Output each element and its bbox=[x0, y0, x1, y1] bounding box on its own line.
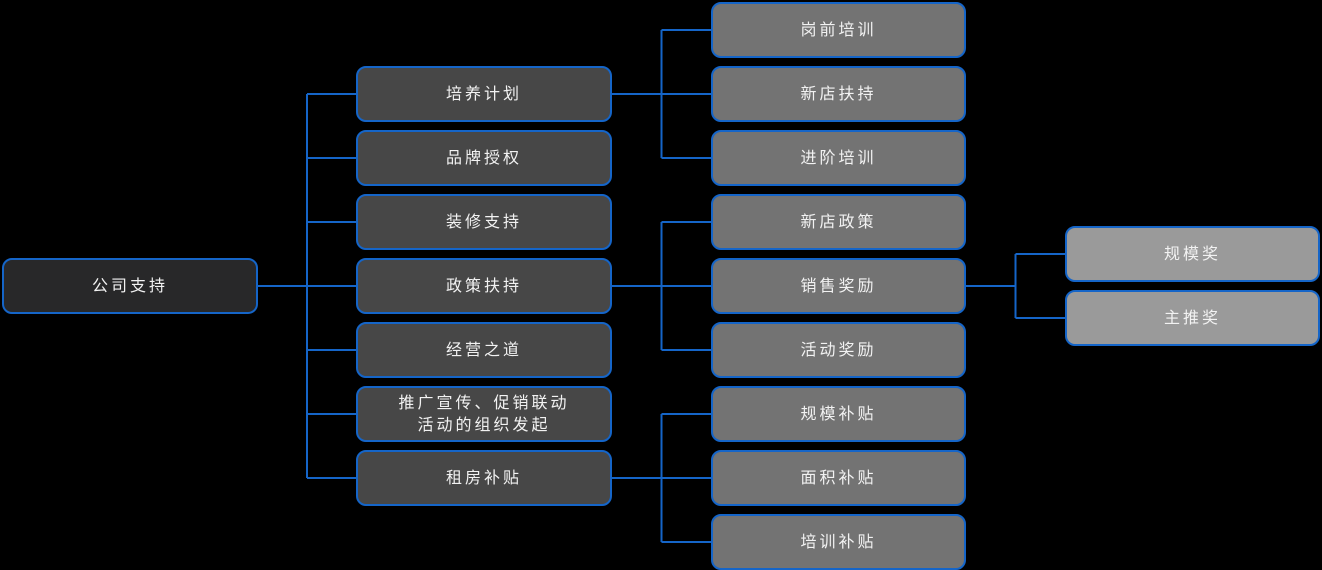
tree-node[interactable]: 新店政策 bbox=[711, 194, 966, 250]
tree-node[interactable]: 进阶培训 bbox=[711, 130, 966, 186]
tree-node[interactable]: 经营之道 bbox=[356, 322, 612, 378]
root-node[interactable]: 公司支持 bbox=[2, 258, 258, 314]
tree-node[interactable]: 新店扶持 bbox=[711, 66, 966, 122]
tree-node[interactable]: 面积补贴 bbox=[711, 450, 966, 506]
tree-node[interactable]: 主推奖 bbox=[1065, 290, 1320, 346]
tree-node[interactable]: 活动奖励 bbox=[711, 322, 966, 378]
tree-node[interactable]: 销售奖励 bbox=[711, 258, 966, 314]
tree-node[interactable]: 品牌授权 bbox=[356, 130, 612, 186]
tree-node[interactable]: 装修支持 bbox=[356, 194, 612, 250]
tree-node[interactable]: 岗前培训 bbox=[711, 2, 966, 58]
tree-node[interactable]: 规模补贴 bbox=[711, 386, 966, 442]
tree-node[interactable]: 规模奖 bbox=[1065, 226, 1320, 282]
tree-node[interactable]: 租房补贴 bbox=[356, 450, 612, 506]
tree-node[interactable]: 政策扶持 bbox=[356, 258, 612, 314]
tree-node[interactable]: 培养计划 bbox=[356, 66, 612, 122]
tree-node[interactable]: 培训补贴 bbox=[711, 514, 966, 570]
tree-node[interactable]: 推广宣传、促销联动 活动的组织发起 bbox=[356, 386, 612, 442]
